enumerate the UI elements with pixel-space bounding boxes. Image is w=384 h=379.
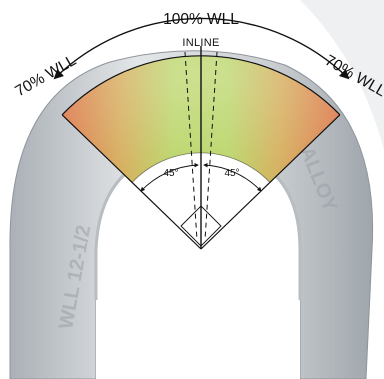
label-angle-right: 45°: [224, 168, 239, 179]
shackle-opening: [96, 150, 300, 379]
label-inline: INLINE: [182, 37, 219, 49]
label-angle-left: 45°: [163, 168, 178, 179]
label-100-wll: 100% WLL: [163, 11, 239, 28]
